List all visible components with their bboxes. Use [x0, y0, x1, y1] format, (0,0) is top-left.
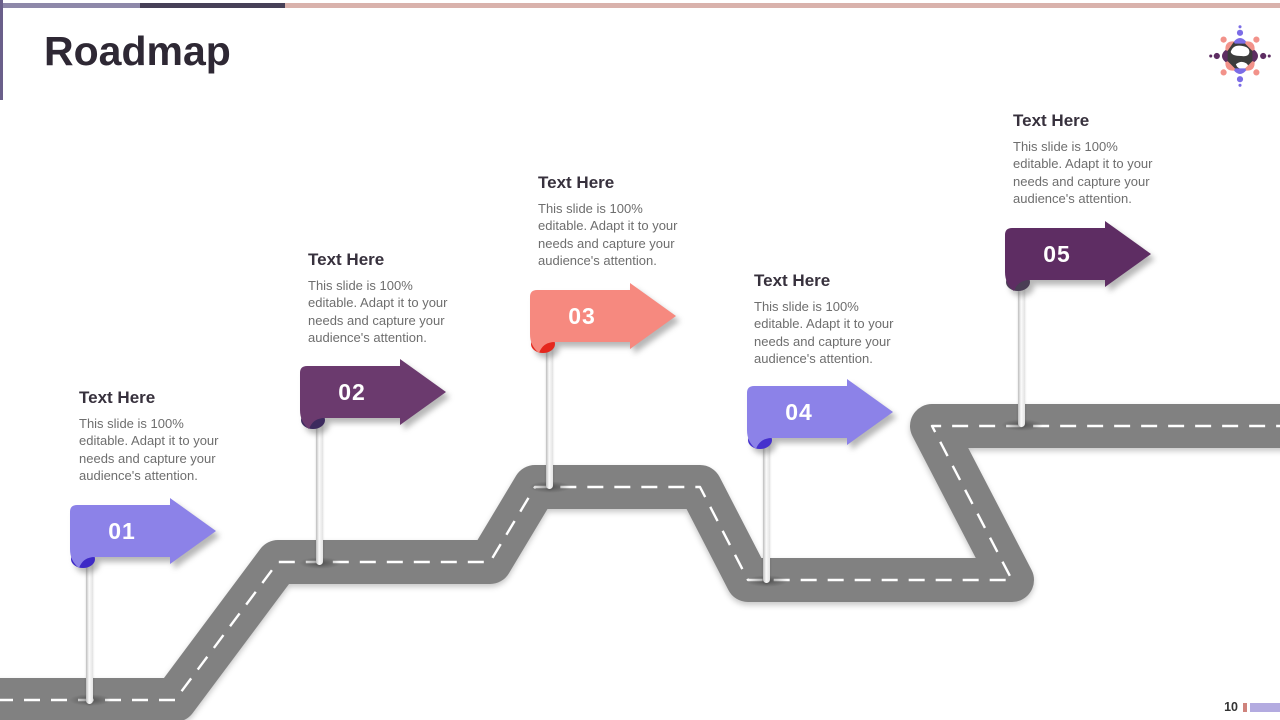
arrow-banner	[70, 498, 216, 568]
milestone-sign-04: 04	[747, 379, 893, 449]
road-centerline	[0, 424, 1280, 702]
globe-people-logo-icon	[1209, 25, 1271, 87]
milestone-text-block-04: Text Here This slide is 100% editable. A…	[754, 271, 944, 367]
milestone-sign-05: 05	[1005, 221, 1151, 291]
top-accent-bar-left	[0, 3, 140, 8]
milestone-text-block-02: Text Here This slide is 100% editable. A…	[308, 250, 498, 346]
page-number: 10	[1224, 700, 1238, 714]
milestone-text-block-01: Text Here This slide is 100% editable. A…	[79, 388, 269, 484]
milestone-heading: Text Here	[538, 173, 615, 192]
milestone-number: 04	[785, 399, 813, 425]
milestone-body: This slide is 100% editable. Adapt it to…	[1013, 139, 1153, 206]
page-marker-bar	[1250, 702, 1280, 712]
top-accent-bar-right	[285, 3, 1280, 8]
signpost-pole-03	[546, 336, 553, 489]
milestone-number: 02	[338, 379, 366, 405]
milestone-sign-03: 03	[530, 283, 676, 353]
milestone-heading: Text Here	[1013, 111, 1090, 130]
top-accent-bar-middle	[140, 3, 285, 8]
arrow-banner	[1005, 221, 1151, 291]
milestone-number: 03	[568, 303, 596, 329]
arrow-banner	[300, 359, 446, 429]
milestone-body: This slide is 100% editable. Adapt it to…	[538, 201, 678, 268]
signpost-pole-02	[316, 412, 323, 565]
signpost-pole-01	[86, 552, 93, 704]
people-ring	[1209, 25, 1271, 87]
milestone-body: This slide is 100% editable. Adapt it to…	[79, 416, 219, 483]
milestone-text-block-03: Text Here This slide is 100% editable. A…	[538, 173, 728, 269]
milestone-heading: Text Here	[79, 388, 156, 407]
milestone-sign-01: 01	[70, 498, 216, 568]
milestone-number: 01	[108, 518, 136, 544]
signpost-pole-04	[763, 432, 770, 583]
milestone-body: This slide is 100% editable. Adapt it to…	[308, 278, 448, 345]
milestone-text-block-05: Text Here This slide is 100% editable. A…	[1013, 111, 1203, 207]
milestone-heading: Text Here	[754, 271, 831, 290]
signpost-pole-05	[1018, 272, 1025, 427]
page-marker: 10	[1224, 700, 1280, 714]
slide-title: Roadmap	[44, 28, 231, 74]
arrow-banner	[747, 379, 893, 449]
milestone-body: This slide is 100% editable. Adapt it to…	[754, 299, 894, 366]
milestone-heading: Text Here	[308, 250, 385, 269]
arrow-banner	[530, 283, 676, 353]
left-accent-bar	[0, 0, 3, 100]
page-marker-tick	[1243, 702, 1247, 712]
milestone-number: 05	[1043, 241, 1071, 267]
milestone-sign-02: 02	[300, 359, 446, 429]
